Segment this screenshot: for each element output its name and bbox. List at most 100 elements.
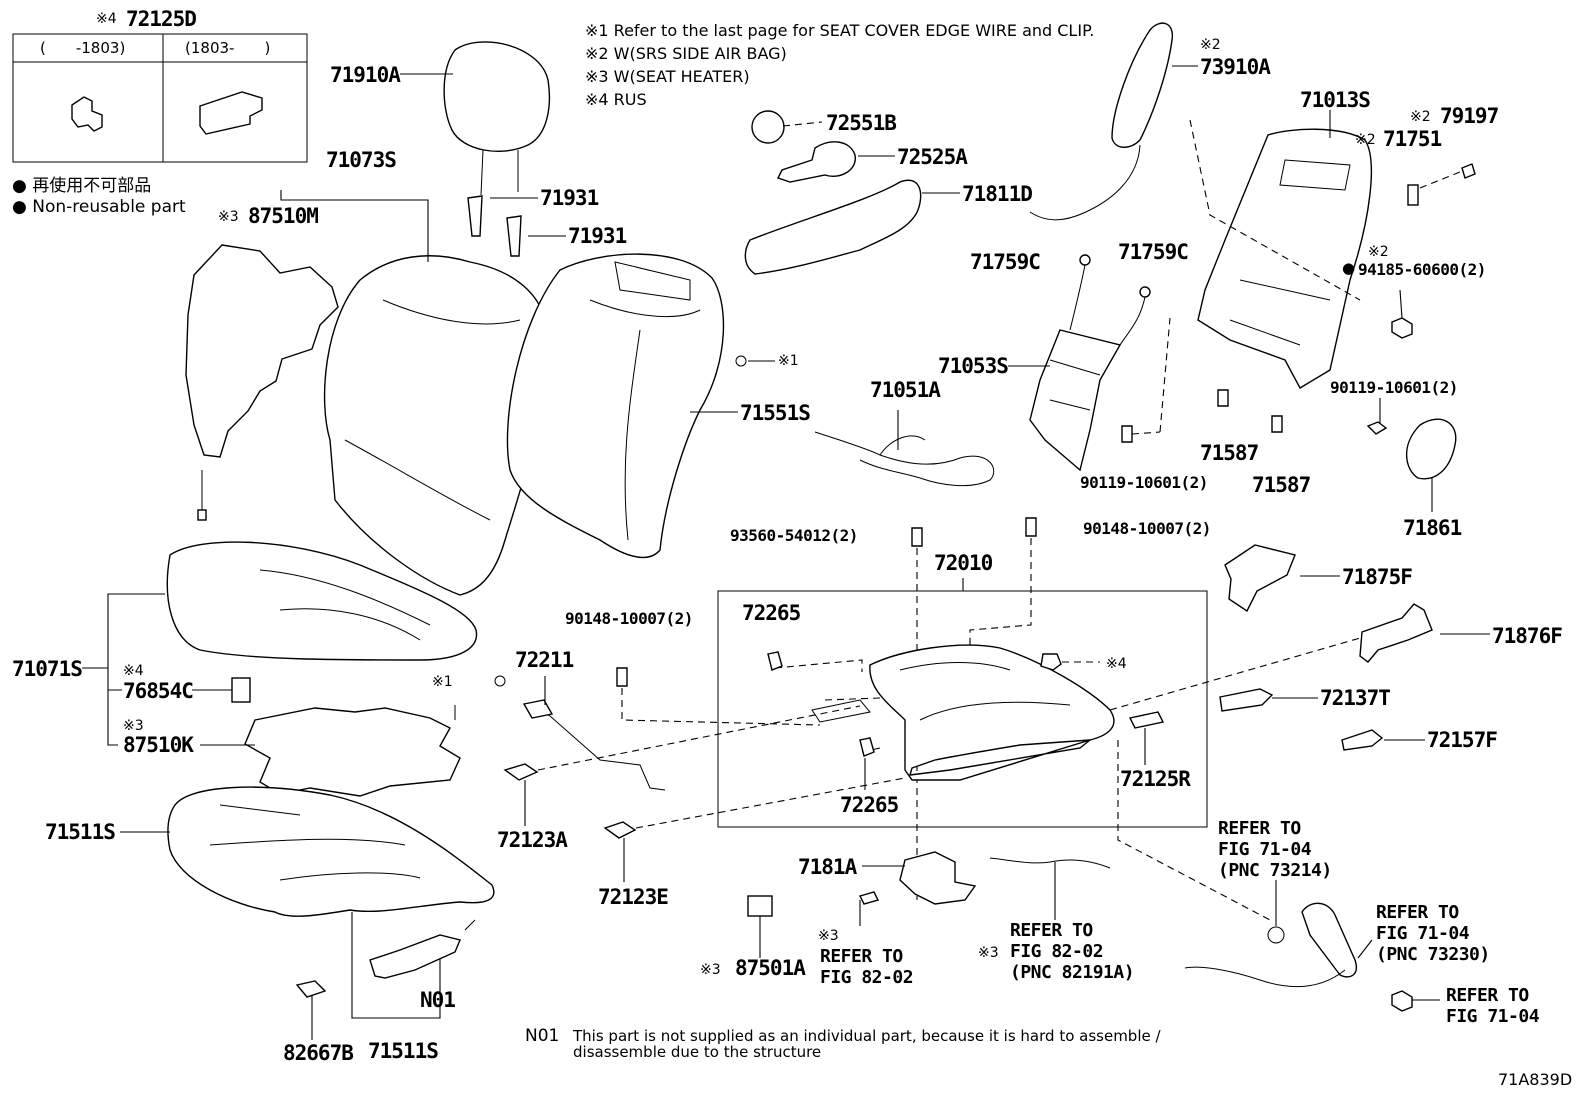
part-79197[interactable]: 79197	[1440, 104, 1499, 128]
part-71759C-a[interactable]: 71759C	[970, 250, 1041, 274]
part-72551B[interactable]: 72551B	[826, 111, 897, 135]
inset-part-number: 72125D	[126, 7, 197, 31]
mark-76854C: ※4	[123, 663, 144, 679]
part-90119-a[interactable]: 90119-10601(2)	[1080, 473, 1208, 492]
part-82667B[interactable]: 82667B	[283, 1041, 354, 1065]
part-72265-a[interactable]: 72265	[742, 601, 801, 625]
mark-7181A-ref: ※3	[818, 928, 839, 944]
part-72125R[interactable]: 72125R	[1120, 767, 1191, 791]
headrest-shape	[400, 41, 551, 196]
part-71587-b[interactable]: 71587	[1252, 473, 1311, 497]
cover-71876F-shape	[1359, 603, 1433, 663]
part-94185[interactable]: 94185-60600(2)	[1358, 260, 1486, 279]
lever-shape	[777, 141, 856, 183]
module-87501A-shape	[747, 895, 773, 917]
part-72123A[interactable]: 72123A	[497, 828, 568, 852]
legend-en: ● Non-reusable part	[12, 197, 186, 217]
inset-col-1: ( -1803)	[40, 39, 126, 57]
part-90148-a[interactable]: 90148-10007(2)	[565, 609, 693, 628]
seat-track-shape	[869, 644, 1115, 781]
part-71511S-a[interactable]: 71511S	[45, 820, 116, 844]
note-2: ※2 W(SRS SIDE AIR BAG)	[585, 44, 787, 63]
label-82667B-shape	[295, 980, 327, 998]
mark-94185: ※2	[1368, 244, 1389, 260]
part-71071S[interactable]: 71071S	[12, 657, 83, 681]
part-71511S-b[interactable]: 71511S	[368, 1039, 439, 1063]
part-71051A[interactable]: 71051A	[870, 378, 941, 402]
part-71073S[interactable]: 71073S	[326, 148, 397, 172]
side-cover-shape	[1405, 418, 1457, 480]
clip-72123E-shape	[603, 821, 637, 839]
part-90119-b[interactable]: 90119-10601(2)	[1330, 378, 1458, 397]
part-87510K[interactable]: 87510K	[123, 733, 194, 757]
cushion-heater-shape	[369, 934, 461, 979]
part-73910A[interactable]: 73910A	[1200, 55, 1271, 79]
part-71013S[interactable]: 71013S	[1300, 88, 1371, 112]
part-7181A[interactable]: 7181A	[798, 855, 857, 879]
headrest-guide-shape	[467, 195, 566, 257]
motor-7181A-shape	[899, 851, 977, 905]
cover-72137T-shape	[1219, 688, 1274, 712]
bullet-94185: ●	[1342, 259, 1356, 277]
part-90148-b[interactable]: 90148-10007(2)	[1083, 519, 1211, 538]
note-3: ※3 W(SEAT HEATER)	[585, 67, 750, 86]
legend-jp: ● 再使用不可部品	[12, 176, 152, 196]
buckle-shape	[1301, 902, 1357, 978]
side-shield-shape	[744, 179, 922, 275]
part-71759C-b[interactable]: 71759C	[1118, 240, 1189, 264]
harness-82191A-shape	[989, 857, 1111, 869]
part-72123E[interactable]: 72123E	[598, 885, 669, 909]
clip-72123A-shape	[503, 763, 539, 781]
part-72157F[interactable]: 72157F	[1427, 728, 1498, 752]
part-72525A[interactable]: 72525A	[897, 145, 968, 169]
inset-col-2: (1803- )	[185, 39, 271, 57]
part-72265-b[interactable]: 72265	[840, 793, 899, 817]
part-93560[interactable]: 93560-54012(2)	[730, 526, 858, 545]
knob-shape	[751, 110, 785, 144]
part-71811D[interactable]: 71811D	[962, 182, 1033, 206]
part-71876F[interactable]: 71876F	[1492, 624, 1563, 648]
part-N01[interactable]: N01	[420, 988, 456, 1012]
mark-track: ※4	[1106, 656, 1127, 672]
part-71551S[interactable]: 71551S	[740, 401, 811, 425]
part-71875F[interactable]: 71875F	[1342, 565, 1413, 589]
clip-old-shape	[71, 96, 103, 132]
back-heater-pad-shape	[185, 244, 339, 458]
footer-n01-text: This part is not supplied as an individu…	[573, 1027, 1161, 1061]
cushion-frame-shape	[167, 786, 495, 917]
mark-87501A: ※3	[700, 962, 721, 978]
seatback-frame-shape	[506, 253, 725, 559]
mark-71551S: ※1	[778, 353, 799, 369]
note-1: ※1 Refer to the last page for SEAT COVER…	[585, 21, 1095, 40]
part-72211[interactable]: 72211	[515, 648, 574, 672]
part-71931-b[interactable]: 71931	[568, 224, 627, 248]
note-4: ※4 RUS	[585, 90, 647, 109]
part-71910A[interactable]: 71910A	[330, 63, 401, 87]
cushion-cover-shape	[166, 541, 478, 661]
mark-73910A: ※2	[1200, 37, 1221, 53]
part-87510M[interactable]: 87510M	[248, 204, 319, 228]
inset-table	[12, 33, 308, 163]
nut-94185-shape	[1391, 317, 1413, 339]
part-71053S[interactable]: 71053S	[938, 354, 1009, 378]
clip-new-shape	[199, 91, 263, 135]
mark-87510M: ※3	[218, 209, 239, 225]
part-71751[interactable]: 71751	[1383, 127, 1442, 151]
part-76854C[interactable]: 76854C	[123, 679, 194, 703]
part-72137T[interactable]: 72137T	[1320, 686, 1391, 710]
harness-71051A-shape	[814, 431, 995, 487]
part-87501A[interactable]: 87501A	[735, 956, 806, 980]
part-72010[interactable]: 72010	[934, 551, 993, 575]
part-71587-a[interactable]: 71587	[1200, 441, 1259, 465]
mark-87510K: ※3	[123, 718, 144, 734]
footer-n01-code: N01	[525, 1026, 560, 1046]
part-71931-a[interactable]: 71931	[540, 186, 599, 210]
part-71861[interactable]: 71861	[1403, 516, 1462, 540]
